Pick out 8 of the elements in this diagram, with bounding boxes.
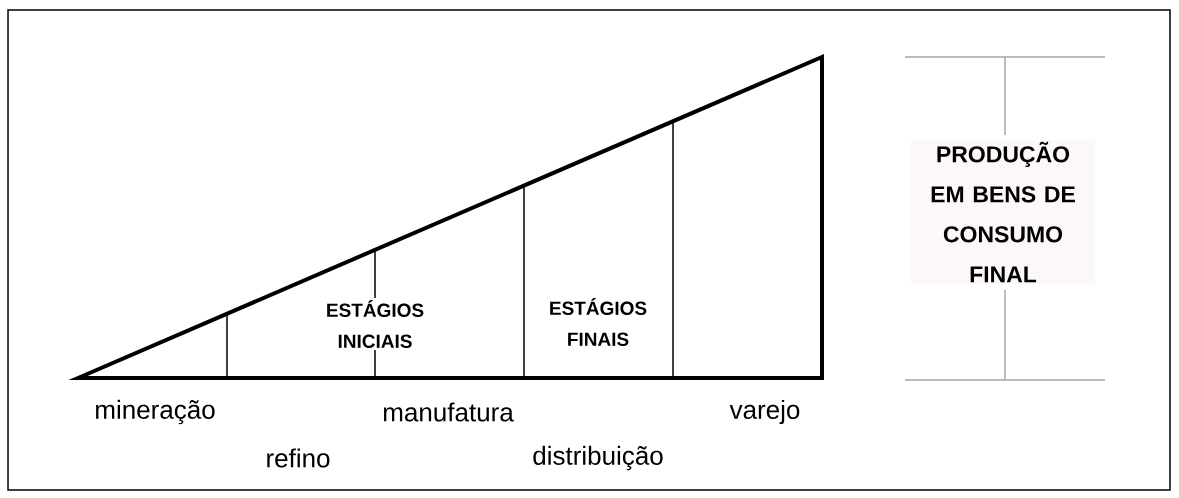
axis-label: PRODUÇÃO EM BENS DE CONSUMO FINAL bbox=[911, 139, 1095, 285]
stage-name: mineração bbox=[96, 399, 215, 425]
stage-label: ESTÁGIOS FINAIS bbox=[533, 296, 663, 348]
stage-label: ESTÁGIOS INICIAIS bbox=[310, 298, 440, 350]
stage-name: manufatura bbox=[383, 402, 514, 422]
stage-name: refino bbox=[267, 448, 330, 468]
stage-name: distribuição bbox=[533, 445, 663, 471]
stage-name: varejo bbox=[729, 399, 800, 425]
